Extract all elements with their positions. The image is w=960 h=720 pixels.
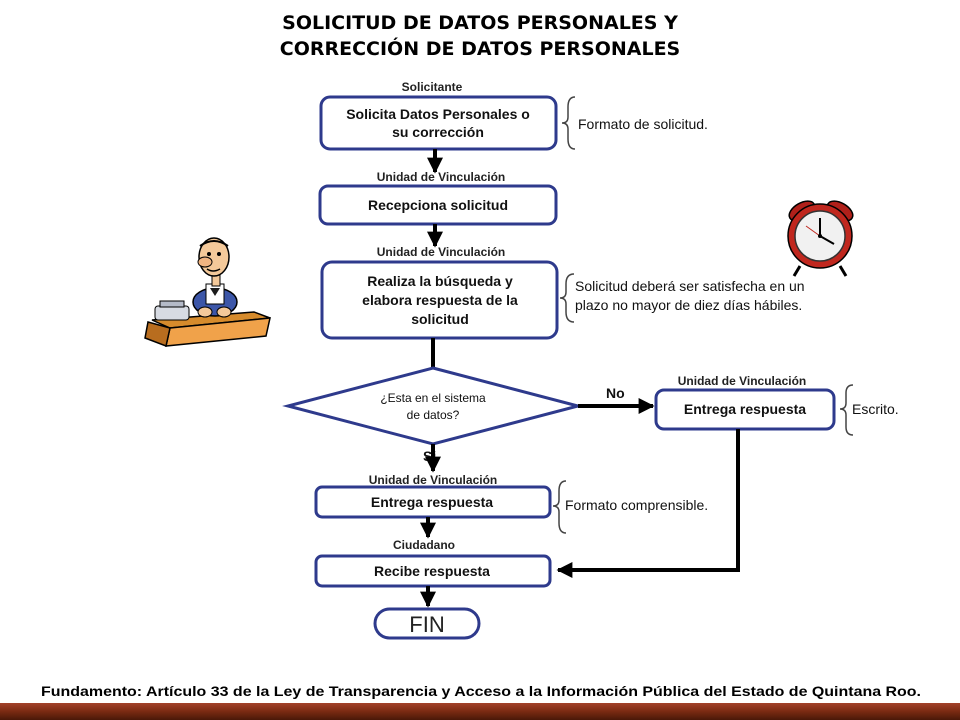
- fin-terminator: [373, 607, 481, 640]
- step-realiza-line-1: Realiza la búsqueda y: [367, 273, 513, 289]
- brace-formato-solicitud: [561, 96, 576, 150]
- step-solicita-line-1: Solicita Datos Personales o: [346, 106, 530, 122]
- step-solicita-line-2: su corrección: [392, 124, 484, 140]
- lane-solicitante: Solicitante: [402, 80, 463, 94]
- decision-line-1: ¿Esta en el sistema: [380, 391, 486, 405]
- man-at-desk-illustration: [144, 237, 271, 348]
- lane-ciudadano: Ciudadano: [393, 538, 455, 552]
- step-entrega-si-text: Entrega respuesta: [371, 494, 493, 510]
- step-recepciona-box: [318, 184, 558, 226]
- note-plazo-line-2: plazo no mayor de diez días hábiles.: [575, 297, 802, 313]
- step-realiza-line-2: elabora respuesta de la: [362, 292, 518, 308]
- brace-escrito: [839, 384, 854, 436]
- step-recibe-box: [314, 554, 552, 588]
- step-solicita-box: [319, 95, 558, 151]
- step-entrega-si-box: [314, 485, 552, 519]
- arrow-entrega-no-to-recibe: [556, 429, 740, 578]
- decision-diamond: [282, 366, 584, 446]
- lane-vinculacion-1: Unidad de Vinculación: [377, 170, 505, 184]
- brace-plazo: [559, 273, 575, 323]
- footer-fundamento: Fundamento: Artículo 33 de la Ley de Tra…: [41, 683, 921, 699]
- title-line-2: CORRECCIÓN DE DATOS PERSONALES: [280, 36, 680, 60]
- note-plazo-line-1: Solicitud deberá ser satisfecha en un: [575, 278, 805, 294]
- note-comprensible: Formato comprensible.: [565, 497, 708, 513]
- note-formato-solicitud: Formato de solicitud.: [578, 116, 708, 132]
- lane-vinculacion-2: Unidad de Vinculación: [377, 245, 505, 259]
- lane-vinculacion-no: Unidad de Vinculación: [678, 374, 806, 388]
- alarm-clock-icon: [787, 200, 854, 277]
- step-recepciona-text: Recepciona solicitud: [368, 197, 508, 213]
- step-realiza-box: [320, 260, 559, 340]
- step-entrega-no-text: Entrega respuesta: [684, 401, 806, 417]
- footer-bar: [0, 703, 960, 720]
- note-escrito: Escrito.: [852, 401, 899, 417]
- title-line-1: SOLICITUD DE DATOS PERSONALES Y: [282, 12, 678, 34]
- lane-vinculacion-si: Unidad de Vinculación: [369, 473, 497, 487]
- decision-line-2: de datos?: [407, 408, 460, 422]
- brace-comprensible: [552, 480, 567, 534]
- fin-text: FIN: [409, 612, 444, 637]
- branch-no-label: No: [606, 385, 625, 401]
- step-realiza-line-3: solicitud: [411, 311, 469, 327]
- step-recibe-text: Recibe respuesta: [374, 563, 490, 579]
- step-entrega-no-box: [654, 388, 836, 431]
